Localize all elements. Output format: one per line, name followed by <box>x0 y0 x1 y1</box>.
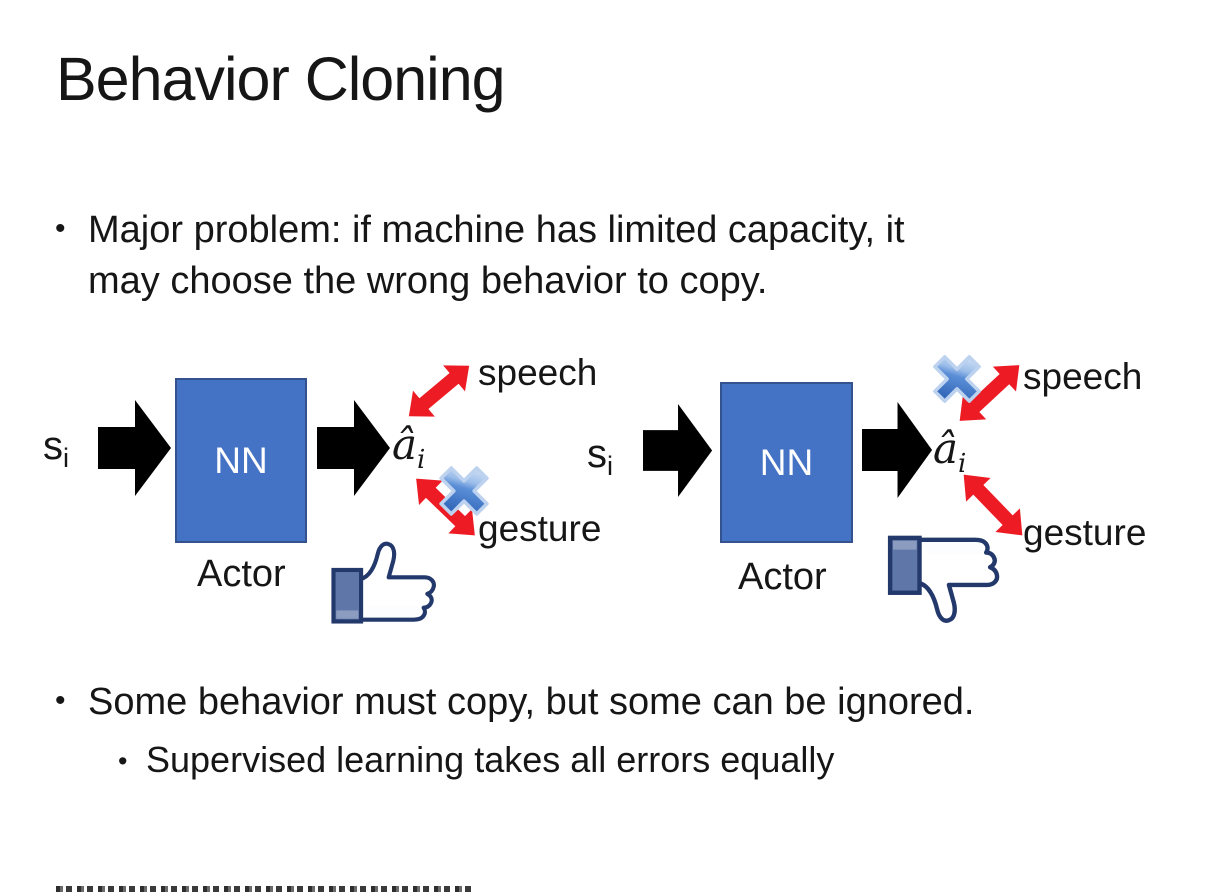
left-input-arrow-icon <box>98 398 173 498</box>
bullet-major-problem: Major problem: if machine has limited ca… <box>88 205 905 307</box>
clipped-text-strip <box>56 886 476 892</box>
sub-bullet-supervised: Supervised learning takes all errors equ… <box>146 739 835 780</box>
bullet-marker: • <box>55 212 66 245</box>
sub-bullet-marker: • <box>118 746 128 776</box>
left-input-label: si <box>43 424 69 474</box>
left-output-label: âi <box>392 420 425 475</box>
left-output-ahat: â <box>392 420 418 469</box>
right-actor-caption: Actor <box>738 556 827 598</box>
left-output-subscript: i <box>417 445 426 475</box>
right-gesture-arrow-icon <box>948 459 1038 550</box>
right-blue-x-icon <box>928 346 986 412</box>
left-nn-box: NN <box>175 378 307 543</box>
right-nn-label: NN <box>759 441 814 483</box>
right-input-subscript: i <box>607 451 613 481</box>
thumbs-down-icon <box>882 532 1008 630</box>
left-input-subscript: i <box>63 443 69 473</box>
bullet-major-problem-line1: Major problem: if machine has limited ca… <box>88 209 905 251</box>
right-input-label: si <box>587 432 613 482</box>
left-speech-label: speech <box>478 352 598 393</box>
right-nn-box: NN <box>720 382 853 543</box>
bullet-marker: • <box>55 684 66 717</box>
left-nn-label: NN <box>214 439 268 481</box>
right-input-s: s <box>587 432 607 476</box>
right-speech-label: speech <box>1023 356 1143 397</box>
right-output-arrow-icon <box>862 400 934 500</box>
bullet-some-behavior: Some behavior must copy, but some can be… <box>88 681 975 723</box>
right-gesture-label: gesture <box>1023 512 1147 553</box>
right-output-label: âi <box>933 424 966 479</box>
right-input-arrow-icon <box>643 402 714 499</box>
thumbs-up-icon <box>322 535 448 627</box>
left-speech-arrow-icon <box>395 349 484 432</box>
bullet-major-problem-line2: may choose the wrong behavior to copy. <box>88 260 768 302</box>
left-output-arrow-icon <box>317 398 392 498</box>
left-gesture-label: gesture <box>478 508 602 549</box>
page-title: Behavior Cloning <box>56 45 506 113</box>
right-output-subscript: i <box>958 449 967 479</box>
left-input-s: s <box>43 424 63 468</box>
right-speech-arrow-icon <box>945 349 1034 436</box>
left-actor-caption: Actor <box>197 553 286 595</box>
left-blue-x-icon <box>434 459 494 523</box>
right-output-ahat: â <box>933 424 959 473</box>
